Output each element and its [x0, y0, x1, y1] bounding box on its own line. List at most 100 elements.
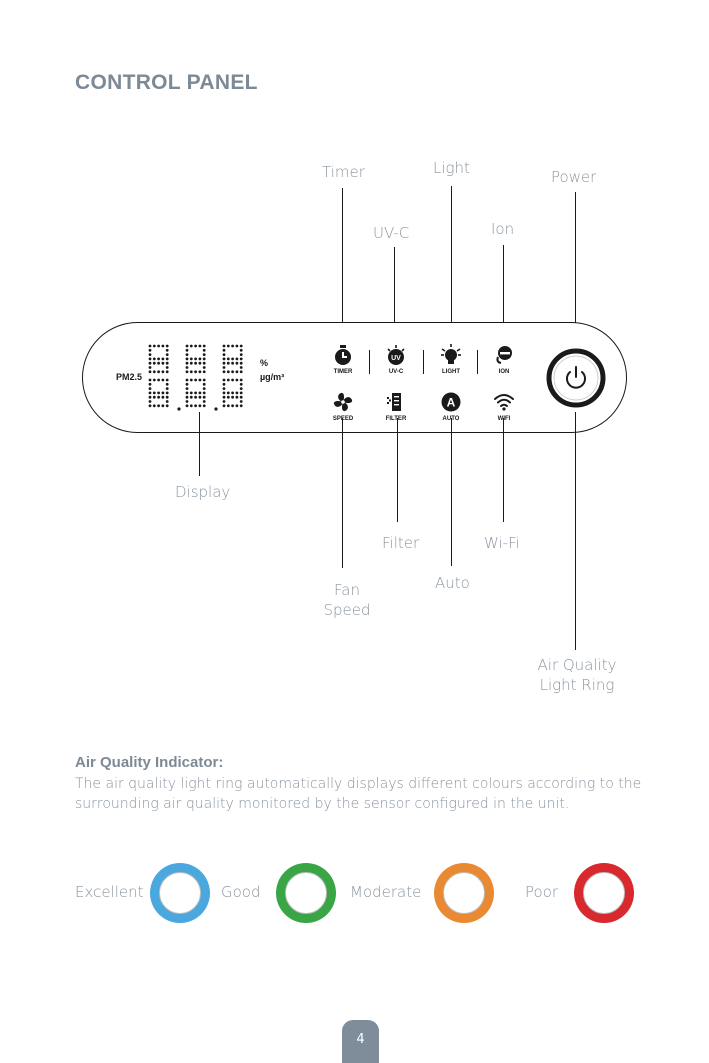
- display-segment-dot: [239, 400, 243, 403]
- display-segment-dot: [152, 361, 156, 365]
- display-segment-dot: [194, 378, 197, 382]
- wifi-icon[interactable]: [493, 391, 515, 413]
- display-segment-dot: [165, 382, 169, 386]
- filter-icon[interactable]: [385, 391, 407, 413]
- display-segment-dot: [239, 391, 243, 395]
- display-segment-dot: [202, 387, 206, 390]
- display-segment-dot: [157, 357, 160, 361]
- decimal-point-dot: [177, 407, 181, 411]
- display-segment-dot: [226, 378, 230, 382]
- display-segment-dot: [198, 344, 202, 348]
- display-segment-dot: [165, 395, 169, 399]
- callout-timer: Timer: [322, 163, 365, 181]
- svg-text:UV: UV: [391, 355, 401, 362]
- display-segment-dot: [239, 361, 243, 365]
- display-segment-dot: [165, 404, 169, 408]
- separator: [369, 350, 370, 374]
- display-segment-dot: [226, 361, 230, 365]
- display-segment-dot: [202, 361, 206, 365]
- display-segment-dot: [194, 391, 197, 395]
- display-segment-dot: [222, 382, 226, 386]
- display-segment-dot: [165, 357, 169, 361]
- display-segment-dot: [239, 357, 243, 361]
- display-segment-dot: [202, 395, 206, 399]
- display-segment-dot: [161, 395, 165, 399]
- ion-icon[interactable]: [493, 344, 515, 366]
- unit-concentration: µg/m³: [260, 372, 285, 382]
- display-segment-dot: [198, 395, 202, 399]
- display-segment-dot: [185, 400, 189, 403]
- display-segment-dot: [148, 370, 152, 374]
- leader-power: [575, 192, 577, 346]
- display-segment-dot: [222, 361, 226, 365]
- separator: [477, 350, 478, 374]
- display-segment-dot: [161, 391, 165, 395]
- display-segment-dot: [148, 378, 152, 382]
- light-label: LIGHT: [442, 369, 460, 375]
- display-segment-dot: [198, 357, 202, 361]
- uvc-label: UV-C: [388, 369, 404, 375]
- display-segment-dot: [198, 391, 202, 395]
- display-segment-dot: [202, 344, 206, 348]
- display-segment-dot: [148, 382, 152, 386]
- display-segment-dot: [189, 370, 193, 374]
- display-segment-dot: [165, 366, 169, 369]
- display-segment-dot: [235, 357, 239, 361]
- display-segment-dot: [152, 370, 156, 374]
- display-segment-dot: [222, 387, 226, 390]
- aq-ring-excellent: [150, 863, 210, 923]
- leader-ion: [503, 245, 505, 349]
- display-segment-dot: [222, 391, 226, 395]
- leader-wifi: [503, 418, 505, 522]
- display-segment-dot: [157, 378, 160, 382]
- fan-icon[interactable]: [332, 391, 354, 413]
- auto-icon[interactable]: A: [440, 391, 462, 413]
- display-segment-dot: [189, 378, 193, 382]
- display-segment-dot: [226, 395, 230, 399]
- svg-text:A: A: [447, 396, 456, 410]
- display-segment-dot: [194, 370, 197, 374]
- aq-label-poor: Poor: [525, 883, 559, 901]
- auto-label: AUTO: [431, 416, 471, 422]
- uv-lamp-icon[interactable]: UV: [385, 344, 407, 366]
- aq-ring-good: [276, 863, 336, 923]
- timer-icon[interactable]: [332, 344, 354, 366]
- display-segment-dot: [226, 344, 230, 348]
- display-segment-dot: [165, 387, 169, 390]
- callout-light-ring-line2: Light Ring: [539, 676, 615, 694]
- display-segment-dot: [148, 395, 152, 399]
- display-segment-dot: [185, 353, 189, 356]
- aq-ring-poor: [574, 863, 634, 923]
- display-segment-dot: [185, 404, 189, 408]
- display-segment-dot: [185, 361, 189, 365]
- display-segment-dot: [189, 361, 193, 365]
- display-segment-dot: [165, 353, 169, 356]
- callout-filter: Filter: [382, 534, 420, 552]
- display-segment-dot: [235, 395, 239, 399]
- bulb-icon[interactable]: [440, 344, 462, 366]
- display-segment-dot: [189, 391, 193, 395]
- leader-timer: [342, 188, 344, 348]
- display-segment-dot: [165, 370, 169, 374]
- display-segment-dot: [231, 370, 234, 374]
- filter-label: FILTER: [385, 416, 407, 422]
- display-segment-dot: [226, 357, 230, 361]
- display-segment-dot: [226, 404, 230, 408]
- callout-light-ring: Air Quality Light Ring: [534, 655, 620, 695]
- display-segment-dot: [198, 404, 202, 408]
- display-segment-dot: [222, 400, 226, 403]
- display-segment-dot: [185, 391, 189, 395]
- callout-ion: Ion: [491, 220, 515, 238]
- pm25-label: PM2.5: [116, 372, 143, 382]
- display-segment-dot: [194, 395, 197, 399]
- control-panel: [82, 322, 627, 433]
- display-segment-dot: [239, 387, 243, 390]
- leader-fan-speed: [342, 418, 344, 568]
- display-segment-dot: [239, 370, 243, 374]
- display-segment-dot: [202, 366, 206, 369]
- callout-fan-speed-line2: Speed: [323, 601, 371, 619]
- power-button[interactable]: [545, 347, 607, 409]
- display-segment-dot: [157, 370, 160, 374]
- aq-description: The air quality light ring automatically…: [75, 776, 642, 812]
- callout-power: Power: [551, 168, 597, 186]
